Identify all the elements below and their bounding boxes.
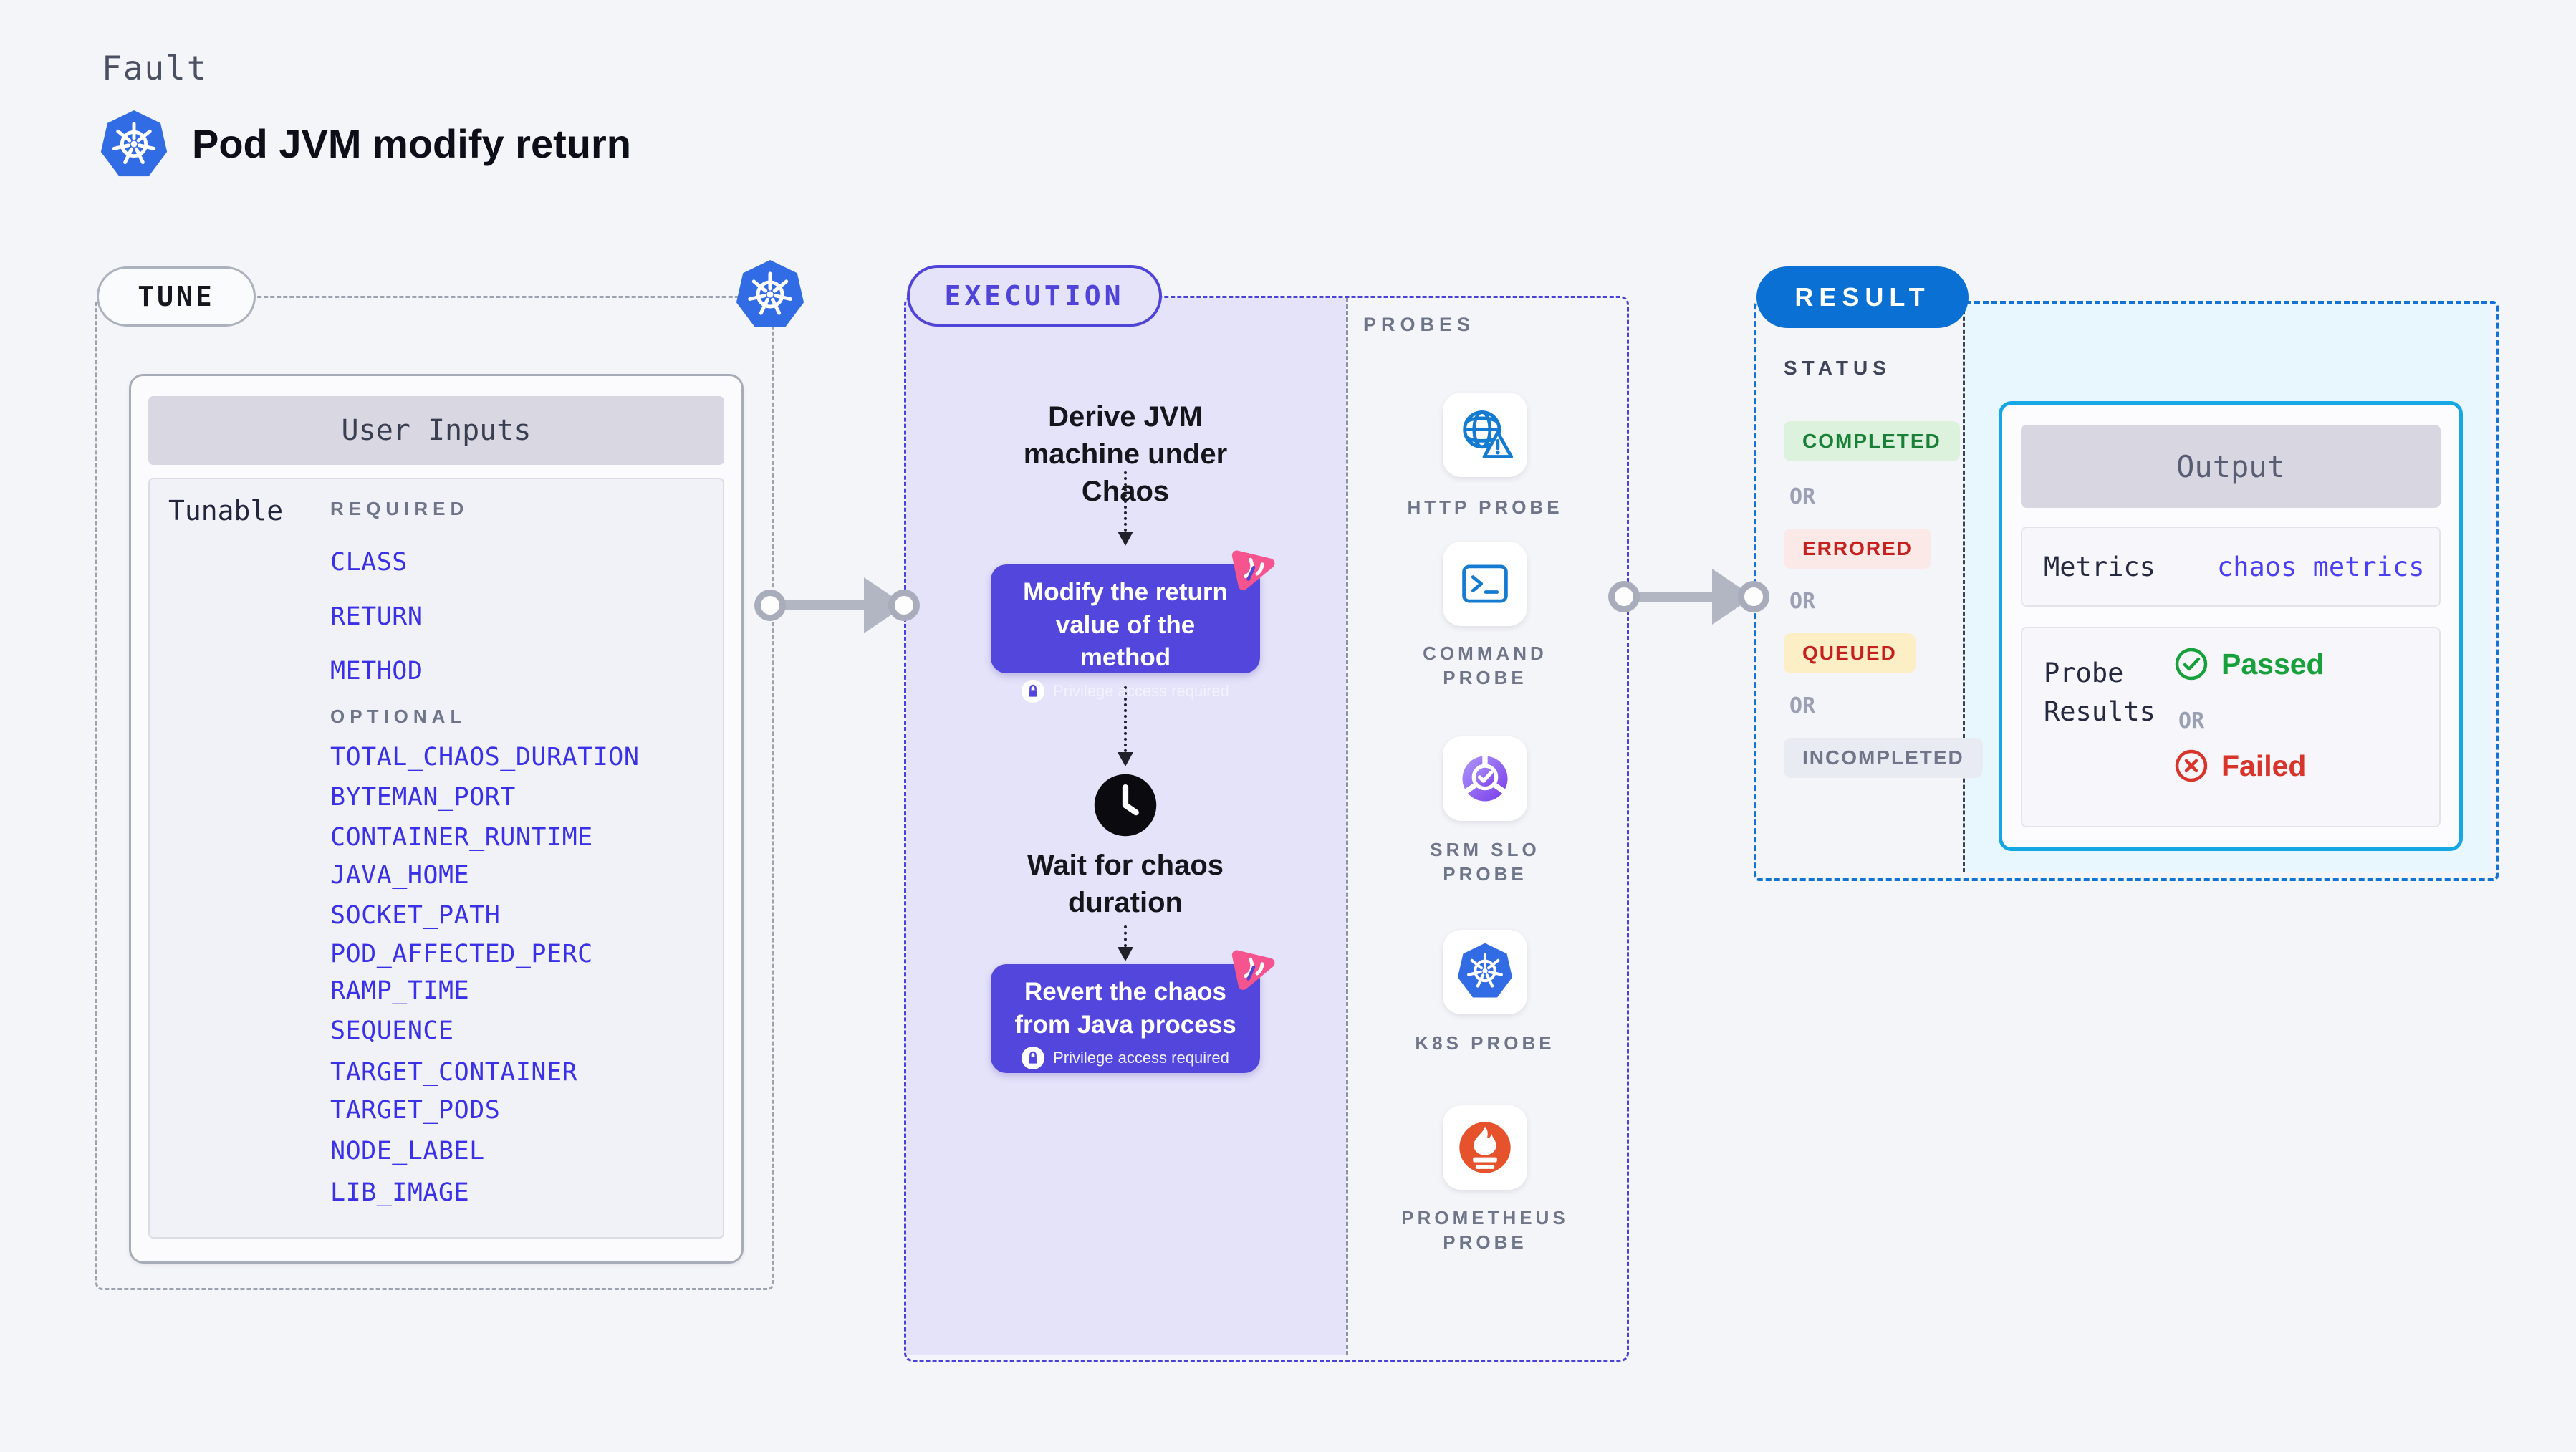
slo-check-icon: [1455, 749, 1515, 809]
arrow-head-icon: [1118, 947, 1133, 961]
globe-alert-icon: [1455, 405, 1515, 465]
tunable-label: Tunable: [168, 495, 284, 527]
modify-return-node: Modify the return value of the method Pr…: [991, 564, 1260, 673]
fault-eyebrow: Fault: [102, 49, 208, 87]
tune-section-box: [95, 296, 774, 1290]
env-var-link[interactable]: RETURN: [330, 602, 423, 631]
or-label: OR: [2178, 708, 2205, 734]
env-var-link[interactable]: RAMP_TIME: [330, 976, 470, 1005]
kubernetes-icon: [734, 259, 806, 333]
probe-tile: [1443, 736, 1527, 821]
probe-label: HTTP PROBE: [1407, 496, 1563, 518]
probe-tile: [1443, 542, 1527, 626]
probe-tile: [1443, 1105, 1527, 1190]
prometheus-flame-icon: [1455, 1117, 1515, 1178]
failed-label: Failed: [2221, 749, 2307, 782]
env-var-link[interactable]: CLASS: [330, 548, 408, 577]
env-var-link[interactable]: BYTEMAN_PORT: [330, 783, 516, 812]
output-card: Output Metrics chaos metrics Probe Resul…: [1999, 401, 2463, 851]
status-badge-errored: ERRORED: [1784, 529, 1932, 569]
env-var-link[interactable]: JAVA_HOME: [330, 861, 470, 890]
kubernetes-icon: [99, 109, 169, 182]
node-title: Modify the return value of the method: [1023, 578, 1228, 671]
flow-connector: [1124, 686, 1127, 752]
arrow-endpoint-dot: [1738, 581, 1769, 612]
result-badge: RESULT: [1756, 266, 1969, 328]
probe-results-label: Probe Results: [2044, 658, 2156, 727]
metrics-row: Metrics chaos metrics: [2021, 527, 2441, 607]
flow-connector: [1124, 925, 1127, 947]
env-var-link[interactable]: POD_AFFECTED_PERC: [330, 940, 593, 968]
env-var-link[interactable]: CONTAINER_RUNTIME: [330, 823, 593, 852]
kubernetes-icon: [1455, 942, 1515, 1002]
or-label: OR: [1789, 484, 1816, 509]
check-circle-icon: [2174, 647, 2209, 681]
or-label: OR: [1789, 693, 1816, 718]
env-var-link[interactable]: METHOD: [330, 657, 423, 686]
or-label: OR: [1789, 589, 1816, 614]
x-circle-icon: [2174, 749, 2209, 783]
probes-panel-label: PROBES: [1363, 314, 1476, 335]
probe-label: PROMETHEUS PROBE: [1401, 1207, 1569, 1253]
result-divider: [1963, 304, 1965, 872]
status-badge-queued: QUEUED: [1784, 633, 1916, 673]
required-label: REQUIRED: [330, 498, 469, 519]
tune-to-execution-arrow: [777, 600, 867, 610]
probe-results-row: Probe Results Passed OR Failed: [2021, 627, 2441, 827]
arrow-endpoint-dot: [754, 590, 786, 621]
user-inputs-card: User Inputs Tunable REQUIRED CLASS RETUR…: [129, 374, 744, 1264]
node-title: Revert the chaos from Java process: [1014, 978, 1236, 1039]
env-var-link[interactable]: TARGET_PODS: [330, 1096, 501, 1125]
output-title: Output: [2021, 425, 2441, 508]
passed-verdict: Passed: [2174, 647, 2325, 681]
env-var-link[interactable]: NODE_LABEL: [330, 1137, 485, 1165]
revert-chaos-node: Revert the chaos from Java process Privi…: [991, 964, 1260, 1073]
privilege-note-text: Privilege access required: [1053, 681, 1229, 700]
optional-label: OPTIONAL: [330, 706, 467, 727]
metrics-value-link[interactable]: chaos metrics: [2216, 551, 2425, 582]
execution-to-result-arrow: [1631, 592, 1714, 602]
arrow-head-icon: [1118, 752, 1133, 766]
tune-badge: TUNE: [97, 266, 256, 327]
execution-badge: EXECUTION: [907, 265, 1162, 327]
execution-section-box: [904, 296, 1629, 1362]
privilege-note: Privilege access required: [991, 1047, 1260, 1069]
probe-tile: [1443, 930, 1527, 1014]
status-badge-incompleted: INCOMPLETED: [1784, 738, 1983, 778]
wait-step-text: Wait for chaos duration: [1027, 850, 1224, 918]
arrow-endpoint-dot: [1608, 581, 1640, 612]
privilege-note-text: Privilege access required: [1053, 1049, 1229, 1067]
probe-label: K8S PROBE: [1415, 1032, 1555, 1054]
env-var-link[interactable]: TARGET_CONTAINER: [330, 1058, 578, 1087]
env-var-link[interactable]: TOTAL_CHAOS_DURATION: [330, 743, 640, 771]
user-inputs-list: Tunable REQUIRED CLASS RETURN METHOD OPT…: [148, 478, 724, 1239]
clock-icon: [1092, 772, 1158, 838]
arrow-endpoint-dot: [888, 590, 920, 621]
probe-label: SRM SLO PROBE: [1430, 839, 1540, 885]
probe-tile: [1443, 393, 1527, 477]
lock-icon: [1022, 1047, 1044, 1069]
lock-icon: [1022, 680, 1044, 703]
chaos-scenario-icon: [1226, 539, 1284, 597]
terminal-icon: [1455, 554, 1515, 614]
flow-connector: [1124, 471, 1127, 532]
arrow-head-icon: [1118, 532, 1133, 546]
user-inputs-title: User Inputs: [148, 396, 724, 465]
probe-label: COMMAND PROBE: [1423, 643, 1547, 688]
metrics-label: Metrics: [2044, 551, 2156, 582]
env-var-link[interactable]: SOCKET_PATH: [330, 901, 501, 930]
failed-verdict: Failed: [2174, 749, 2306, 783]
privilege-note: Privilege access required: [991, 680, 1260, 703]
env-var-link[interactable]: SEQUENCE: [330, 1016, 454, 1045]
env-var-link[interactable]: LIB_IMAGE: [330, 1178, 470, 1207]
page-title: Pod JVM modify return: [192, 121, 631, 166]
chaos-scenario-icon: [1226, 938, 1284, 996]
status-badge-completed: COMPLETED: [1784, 421, 1960, 461]
passed-label: Passed: [2221, 647, 2325, 681]
probes-divider: [1346, 298, 1348, 1355]
status-label: STATUS: [1784, 357, 1891, 379]
